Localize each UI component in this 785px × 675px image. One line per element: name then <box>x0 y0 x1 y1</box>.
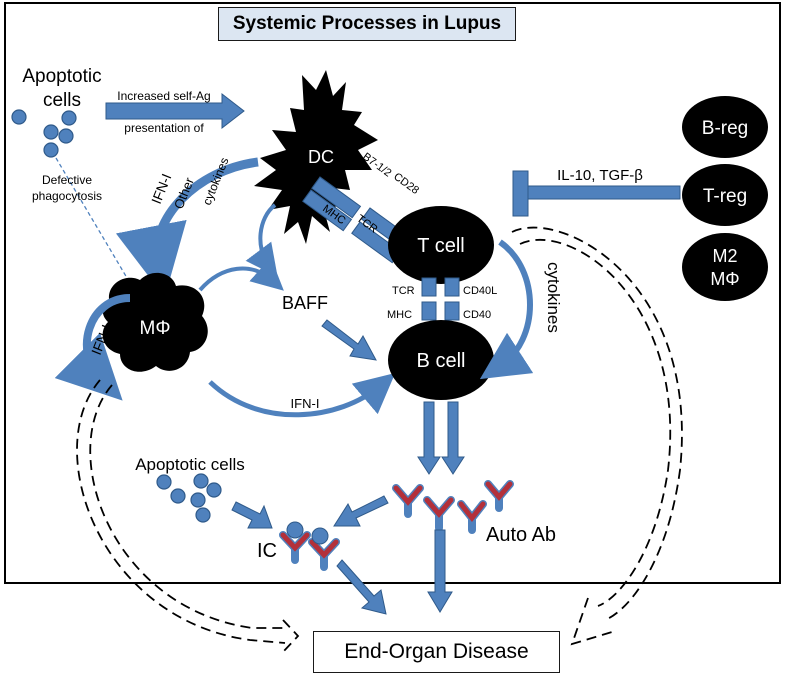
cd28-label: CD28 <box>391 171 421 197</box>
apoptotic-cells-top-line1: Apoptotic <box>22 66 101 87</box>
ic-label: IC <box>257 540 277 562</box>
bcell-down-arrow-left <box>417 401 441 475</box>
apoptotic-cells-bottom-label: Apoptotic cells <box>135 455 245 474</box>
ifn-i-bottom-label: IFN-I <box>291 396 320 411</box>
autoab-ic-arrow <box>333 495 389 527</box>
increased-self-ag-label: Increased self-Ag <box>117 89 210 103</box>
dashed-arrow-left <box>76 379 300 653</box>
defective-label-line1: Defective <box>42 173 92 187</box>
b-reg-cell <box>682 96 768 158</box>
receptor-mhc-tcr <box>302 189 402 264</box>
cd40-label: CD40 <box>463 309 491 321</box>
macrophage-label: MΦ <box>140 318 171 339</box>
ic-disease-arrow <box>336 559 387 615</box>
t-reg-cell <box>682 164 768 226</box>
apoptotic-ic-arrow <box>231 501 273 529</box>
self-ag-arrow <box>105 92 245 130</box>
apoptotic-cell-cluster-top <box>11 109 77 158</box>
outer-frame <box>4 2 781 584</box>
dendritic-cell <box>254 70 378 244</box>
t-reg-label: T-reg <box>703 186 747 207</box>
diagram-title: Systemic Processes in Lupus <box>218 7 516 41</box>
auto-antibodies <box>392 480 514 534</box>
defective-label-line2: phagocytosis <box>32 189 102 203</box>
end-organ-disease-box: End-Organ Disease <box>313 631 560 673</box>
inhibition-shaft <box>527 185 681 200</box>
presentation-of-label: presentation of <box>124 121 204 135</box>
macro-baff-arrow <box>198 257 284 292</box>
t-cell <box>388 206 494 284</box>
ifn-i-dc-label: IFN-I <box>148 171 174 206</box>
il10-tgfb-label: IL-10, TGF-β <box>557 167 643 184</box>
auto-ab-label: Auto Ab <box>486 524 556 546</box>
cytokines-t-label: cytokines <box>544 262 563 333</box>
autoab-disease-arrow <box>427 529 453 613</box>
b-cell-label: B cell <box>417 350 466 372</box>
dc-baff-arrow <box>245 203 278 277</box>
b-cell <box>388 320 494 400</box>
receptor-tcr-mhc-cd40 <box>421 277 460 321</box>
dc-label: DC <box>308 147 334 167</box>
b-reg-label: B-reg <box>702 118 748 139</box>
baff-label: BAFF <box>282 293 328 313</box>
baff-bcell-arrow <box>321 319 377 361</box>
tcr-b-label: TCR <box>392 285 415 297</box>
apoptotic-cell-cluster-bottom <box>156 473 222 523</box>
apoptotic-cells-top-line2: cells <box>43 90 81 111</box>
macro-bcell-ifn-arrow <box>208 373 396 418</box>
m2-label-line2: MΦ <box>710 269 739 289</box>
inhibition-bar <box>512 170 529 217</box>
tcell-bcell-cytokine-arrow <box>479 239 534 380</box>
m2-macrophage-cell <box>682 233 768 301</box>
dashed-arrow-right <box>511 226 683 646</box>
bcell-down-arrow-right <box>441 401 465 475</box>
m2-label-line1: M2 <box>712 246 737 266</box>
immune-complexes <box>279 521 340 571</box>
macrophage-ifn-loop <box>54 294 131 401</box>
dc-ifn-arrow <box>115 157 259 298</box>
t-cell-label: T cell <box>417 235 464 257</box>
cd40l-label: CD40L <box>463 285 497 297</box>
mhc-b-label: MHC <box>387 309 412 321</box>
